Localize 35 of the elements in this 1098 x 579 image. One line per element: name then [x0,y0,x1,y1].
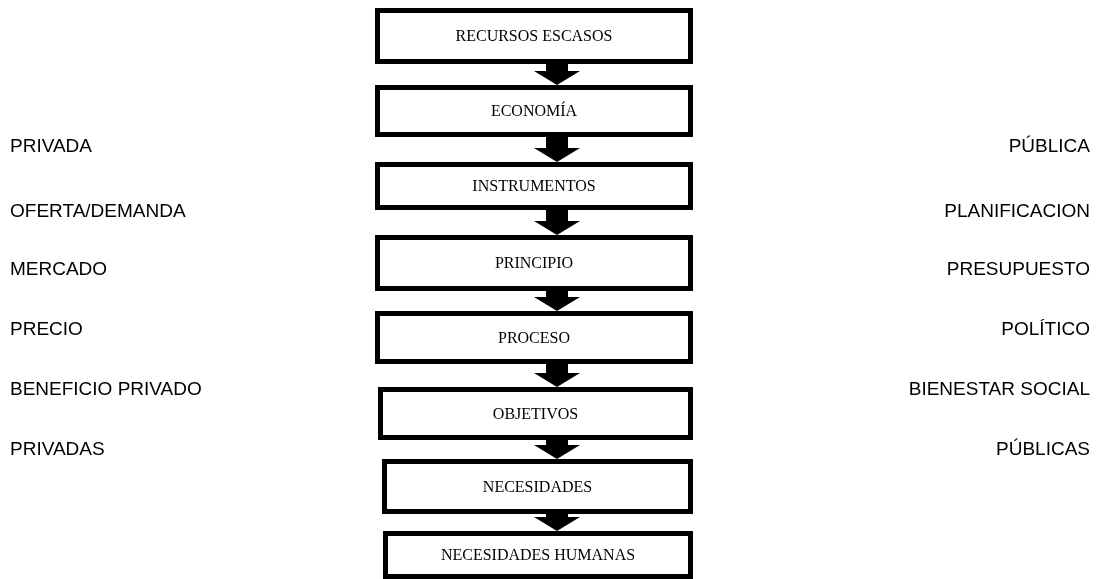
block-arrow [534,514,580,531]
block-arrow [534,440,580,459]
process-box [375,162,693,210]
box-label: NECESIDADES HUMANAS [440,546,636,564]
process-box [375,235,693,291]
process-box [375,8,693,64]
process-box [383,531,693,579]
side-label: POLÍTICO [1001,318,1090,340]
side-label: PÚBLICA [1008,135,1090,157]
process-box [375,311,693,364]
process-box [378,387,693,440]
box-label: PROCESO [498,328,570,347]
side-label: PRIVADA [10,135,92,157]
side-label: PRIVADAS [10,438,105,460]
box-label: PRINCIPIO [494,254,574,272]
side-label: PRECIO [10,318,83,340]
process-box [375,85,693,137]
box-label: ECONOMÍA [490,102,578,120]
box-label: INSTRUMENTOS [472,177,596,195]
side-label: BIENESTAR SOCIAL [908,378,1090,400]
side-label: PLANIFICACION [944,200,1090,222]
block-arrow [534,291,580,311]
box-label: OBJETIVOS [492,404,579,423]
box-label: NECESIDADES [482,477,593,496]
side-label: OFERTA/DEMANDA [10,200,186,222]
box-label: RECURSOS ESCASOS [455,27,613,45]
side-label: MERCADO [10,258,108,280]
side-label: BENEFICIO PRIVADO [10,378,202,400]
block-arrow [534,364,580,387]
side-label: PRESUPUESTO [946,258,1090,280]
block-arrow [534,210,580,235]
side-label: PÚBLICAS [996,438,1090,460]
block-arrow [534,64,580,85]
block-arrow [534,137,580,162]
process-box [382,459,693,514]
